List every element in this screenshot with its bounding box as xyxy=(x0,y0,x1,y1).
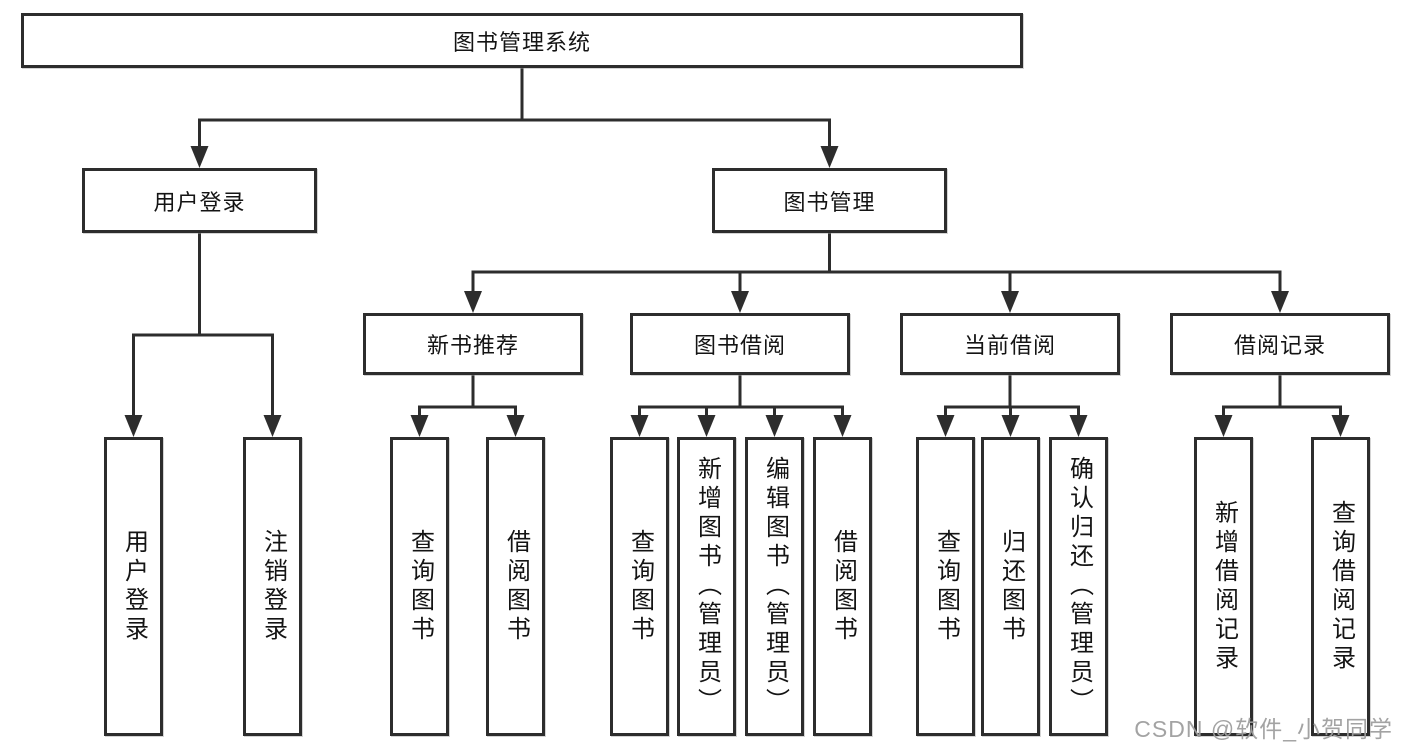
node-label: 新增借阅记录 xyxy=(1210,499,1238,674)
node-label: 新书推荐 xyxy=(426,333,519,358)
node-label: 用户登录 xyxy=(153,189,246,215)
node-label: 查询借阅记录 xyxy=(1327,499,1355,674)
node-label: 借阅图书 xyxy=(829,528,857,645)
node-borrowing-records: 借阅记录 xyxy=(1170,313,1390,375)
node-new-book-recommend: 新书推荐 xyxy=(363,313,583,375)
node-label: 查询图书 xyxy=(932,528,960,645)
leaf-newbook-borrow-books: 借阅图书 xyxy=(486,437,545,736)
node-label: 当前借阅 xyxy=(963,333,1056,358)
leaf-records-query-borrow-record: 查询借阅记录 xyxy=(1311,437,1370,736)
node-library-system: 图书管理系统 xyxy=(21,13,1023,68)
leaf-records-add-borrow-record: 新增借阅记录 xyxy=(1194,437,1253,736)
node-current-borrowing: 当前借阅 xyxy=(900,313,1120,375)
node-label: 图书管理系统 xyxy=(452,29,591,55)
leaf-current-query-books: 查询图书 xyxy=(916,437,975,736)
node-label: 用户登录 xyxy=(120,528,148,645)
leaf-logout: 注销登录 xyxy=(243,437,302,736)
node-label: 编辑图书（管理员） xyxy=(761,456,789,717)
node-book-management: 图书管理 xyxy=(712,168,947,233)
node-label: 图书管理 xyxy=(783,189,876,215)
leaf-borrowing-edit-books-admin: 编辑图书（管理员） xyxy=(745,437,804,736)
node-label: 查询图书 xyxy=(406,528,434,645)
node-label: 图书借阅 xyxy=(693,333,786,358)
csdn-watermark: CSDN @软件_小贺同学 xyxy=(1134,716,1393,742)
node-book-borrowing: 图书借阅 xyxy=(630,313,850,375)
node-label: 注销登录 xyxy=(259,528,287,645)
leaf-borrowing-query-books: 查询图书 xyxy=(610,437,669,736)
node-label: 借阅图书 xyxy=(502,528,530,645)
node-label: 确认归还（管理员） xyxy=(1065,456,1093,717)
leaf-borrowing-borrow-books: 借阅图书 xyxy=(813,437,872,736)
node-label: 归还图书 xyxy=(997,528,1025,645)
node-user-login: 用户登录 xyxy=(82,168,317,233)
leaf-user-login: 用户登录 xyxy=(104,437,163,736)
leaf-current-confirm-return-admin: 确认归还（管理员） xyxy=(1049,437,1108,736)
node-label: 借阅记录 xyxy=(1233,333,1326,358)
arrowheads xyxy=(124,146,1350,437)
leaf-newbook-query-books: 查询图书 xyxy=(390,437,449,736)
leaf-current-return-books: 归还图书 xyxy=(981,437,1040,736)
node-label: 新增图书（管理员） xyxy=(693,456,721,717)
leaf-borrowing-add-books-admin: 新增图书（管理员） xyxy=(677,437,736,736)
node-label: 查询图书 xyxy=(626,528,654,645)
